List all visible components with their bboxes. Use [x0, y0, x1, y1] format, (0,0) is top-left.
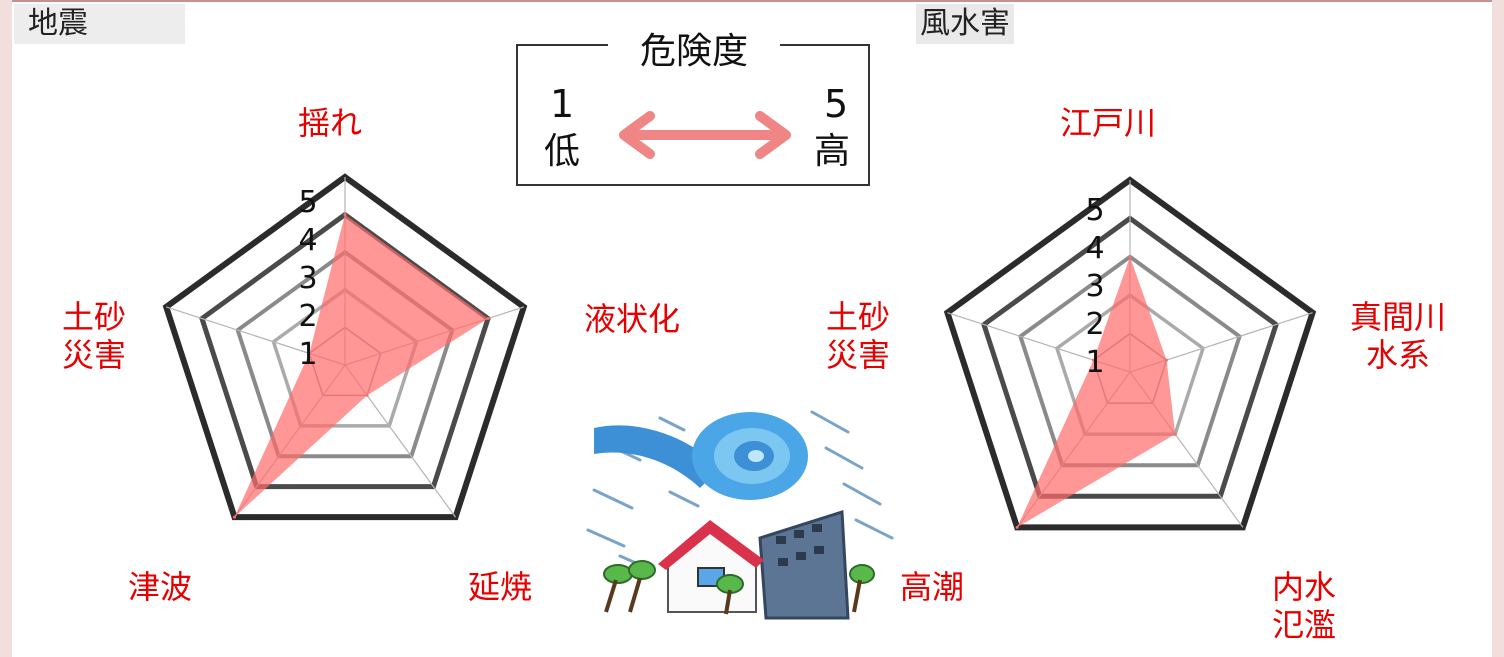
axis-label-landslide-quake: 土砂 災害: [62, 298, 127, 374]
section-label-earthquake: 地震: [14, 4, 185, 44]
data-point: [1091, 358, 1095, 362]
grid-ring-5: [162, 173, 528, 521]
axis-label-liquefaction: 液状化: [584, 300, 681, 338]
double-arrow-icon: [619, 111, 791, 159]
data-point: [1165, 358, 1169, 362]
grid-ring-4: [199, 211, 491, 490]
building-icon: [758, 509, 850, 620]
data-point: [486, 317, 490, 321]
legend-low-value: 1: [550, 82, 575, 126]
axis-label-mama-river: 真間川 水系: [1350, 298, 1447, 374]
scale-tick-label: 3: [298, 261, 317, 296]
scale-tick-label: 4: [298, 223, 317, 258]
data-point: [307, 351, 311, 355]
axis-label-fire-spread: 延焼: [468, 568, 533, 606]
axis-label-landslide-storm: 土砂 災害: [826, 298, 891, 374]
data-point: [232, 515, 236, 519]
section-label-storm-flood: 風水害: [916, 4, 1014, 44]
typhoon-swirl-icon: [594, 412, 808, 500]
grid-ring-5: [943, 176, 1317, 531]
legend-high-value: 5: [824, 82, 849, 126]
data-point: [365, 393, 369, 397]
legend-low-label: 低: [544, 131, 581, 172]
scale-tick-label: 1: [1085, 345, 1104, 380]
axis-label-storm-surge: 高潮: [900, 568, 965, 606]
scale-tick-label: 5: [1085, 193, 1104, 228]
data-point: [1173, 432, 1177, 436]
legend-title: 危険度: [608, 32, 780, 72]
axis-label-edogawa: 江戸川: [1060, 104, 1157, 142]
scale-tick-label: 5: [298, 185, 317, 220]
typhoon-illustration: [586, 410, 894, 620]
data-area: [1017, 256, 1176, 528]
axis-label-inland-flooding: 内水 氾濫: [1272, 568, 1337, 644]
legend-high-label: 高: [814, 131, 851, 172]
risk-level-legend: 危険度 1 低 5 高: [516, 32, 870, 186]
scale-tick-label: 4: [1085, 231, 1104, 266]
data-point: [343, 213, 347, 217]
house-icon: [658, 520, 764, 613]
grid-ring-3: [1018, 254, 1242, 468]
grid-ring-4: [980, 215, 1280, 499]
scale-tick-label: 2: [298, 299, 317, 334]
axis-label-tsunami: 津波: [128, 568, 193, 606]
scale-tick-label: 3: [1085, 269, 1104, 304]
axis-label-shaking: 揺れ: [298, 104, 363, 142]
data-point: [1015, 525, 1019, 529]
data-area: [234, 214, 489, 518]
data-point: [1128, 255, 1132, 259]
tree-icon: [603, 560, 875, 615]
scale-tick-label: 1: [298, 337, 317, 372]
scale-tick-label: 2: [1085, 307, 1104, 342]
